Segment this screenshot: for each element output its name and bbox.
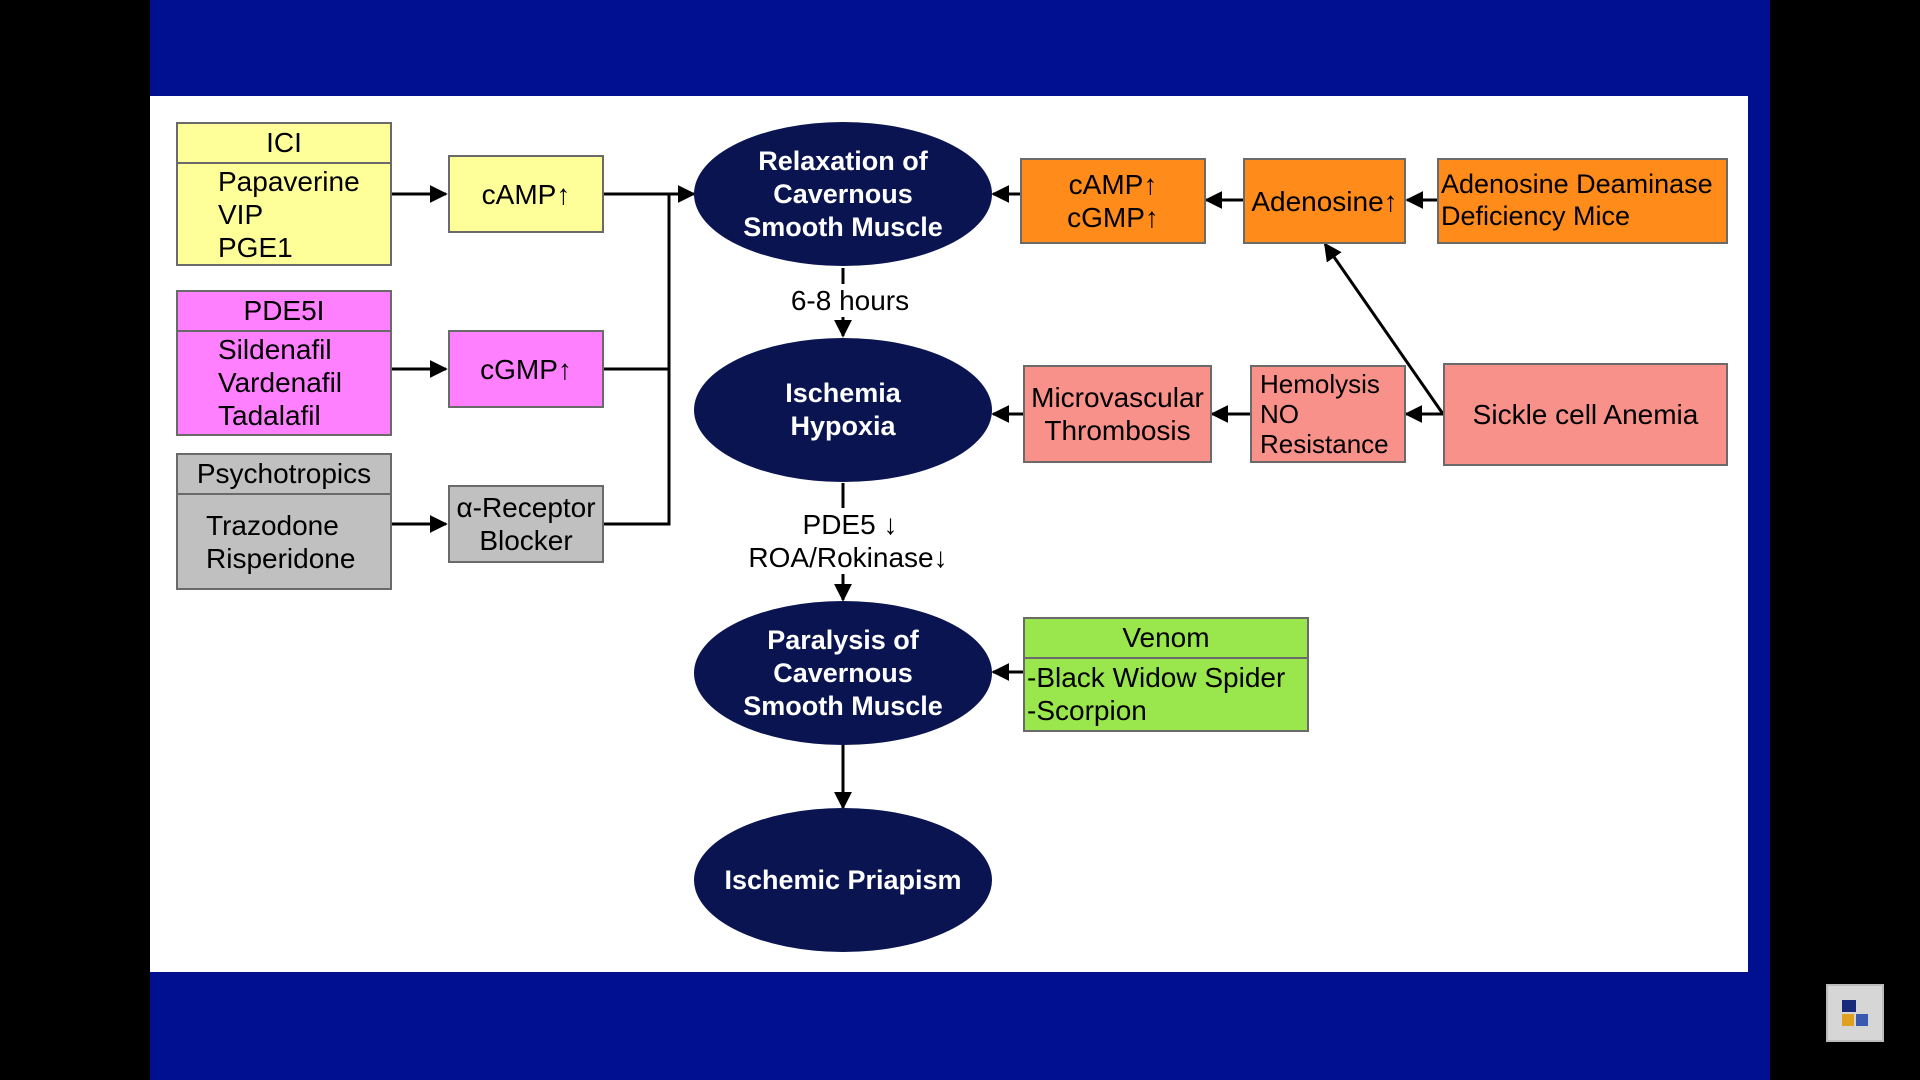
- pde5i-item: Tadalafil: [218, 400, 321, 431]
- hemolysis-box: Hemolysis NO Resistance: [1250, 365, 1406, 463]
- hemolysis-line: Hemolysis: [1260, 369, 1380, 399]
- camp-box: cAMP↑: [448, 155, 604, 233]
- camp-cgmp-line: cGMP↑: [1067, 202, 1159, 233]
- ada-deficiency-box: Adenosine Deaminase Deficiency Mice: [1437, 158, 1728, 244]
- paralysis-line: Paralysis of: [767, 624, 919, 655]
- venom-header: Venom: [1025, 619, 1307, 659]
- ischemia-oval: Ischemia Hypoxia: [694, 338, 992, 482]
- alpha-label-line: α-Receptor: [456, 492, 596, 523]
- priapism-line: Ischemic Priapism: [724, 864, 962, 895]
- psychotropics-item: Risperidone: [206, 543, 356, 574]
- ici-item: VIP: [218, 199, 264, 230]
- camp-cgmp-line: cAMP↑: [1068, 169, 1158, 200]
- ici-item: Papaverine: [218, 166, 360, 197]
- camp-cgmp-box: cAMP↑ cGMP↑: [1020, 158, 1206, 244]
- adenosine-box: Adenosine↑: [1243, 158, 1406, 244]
- microvascular-line: Microvascular: [1031, 382, 1204, 413]
- sickle-cell-box: Sickle cell Anemia: [1443, 363, 1728, 466]
- alpha-label-line: Blocker: [479, 525, 573, 556]
- pde5-label: PDE5 ↓: [790, 508, 910, 541]
- hemolysis-line: Resistance: [1260, 429, 1389, 459]
- sickle-cell-label: Sickle cell Anemia: [1472, 399, 1699, 430]
- university-logo-icon: [1826, 984, 1884, 1042]
- psychotropics-header: Psychotropics: [178, 455, 390, 495]
- ici-box: ICI Papaverine VIP PGE1: [176, 122, 392, 266]
- hemolysis-line: NO: [1260, 399, 1299, 429]
- connector-alpha: [604, 194, 671, 526]
- pde5i-item: Vardenafil: [218, 367, 343, 398]
- venom-item: -Black Widow Spider: [1027, 662, 1286, 693]
- arrow-sickle-adenosine: [1323, 242, 1445, 415]
- microvascular-thrombosis-box: Microvascular Thrombosis: [1023, 365, 1212, 463]
- ischemia-line: Hypoxia: [790, 411, 896, 441]
- hours-label: 6-8 hours: [780, 284, 920, 317]
- psychotropics-item: Trazodone: [206, 510, 339, 541]
- relaxation-line: Relaxation of: [758, 145, 928, 176]
- pde5i-header: PDE5I: [178, 292, 390, 332]
- relaxation-line: Cavernous: [773, 178, 913, 209]
- relaxation-oval: Relaxation of Cavernous Smooth Muscle: [694, 122, 992, 266]
- ada-line: Adenosine Deaminase: [1441, 169, 1713, 199]
- pde5i-box: PDE5I Sildenafil Vardenafil Tadalafil: [176, 290, 392, 436]
- cgmp-box: cGMP↑: [448, 330, 604, 408]
- camp-label: cAMP↑: [481, 178, 571, 210]
- psychotropics-box: Psychotropics Trazodone Risperidone: [176, 453, 392, 590]
- paralysis-line: Smooth Muscle: [743, 690, 943, 721]
- venom-box: Venom -Black Widow Spider -Scorpion: [1023, 617, 1309, 732]
- priapism-oval: Ischemic Priapism: [694, 808, 992, 952]
- pde5i-item: Sildenafil: [218, 334, 332, 365]
- venom-item: -Scorpion: [1027, 695, 1147, 726]
- ici-header: ICI: [178, 124, 390, 164]
- roa-rokinase-label: ROA/Rokinase↓: [738, 541, 958, 574]
- adenosine-label: Adenosine↑: [1251, 185, 1398, 217]
- ici-item: PGE1: [218, 232, 293, 263]
- cgmp-label: cGMP↑: [480, 353, 572, 385]
- paralysis-oval: Paralysis of Cavernous Smooth Muscle: [694, 601, 992, 745]
- microvascular-line: Thrombosis: [1044, 415, 1191, 446]
- ischemia-line: Ischemia: [785, 378, 901, 408]
- relaxation-line: Smooth Muscle: [743, 211, 943, 242]
- paralysis-line: Cavernous: [773, 657, 913, 688]
- ada-line: Deficiency Mice: [1441, 201, 1631, 231]
- alpha-receptor-blocker-box: α-Receptor Blocker: [448, 485, 604, 563]
